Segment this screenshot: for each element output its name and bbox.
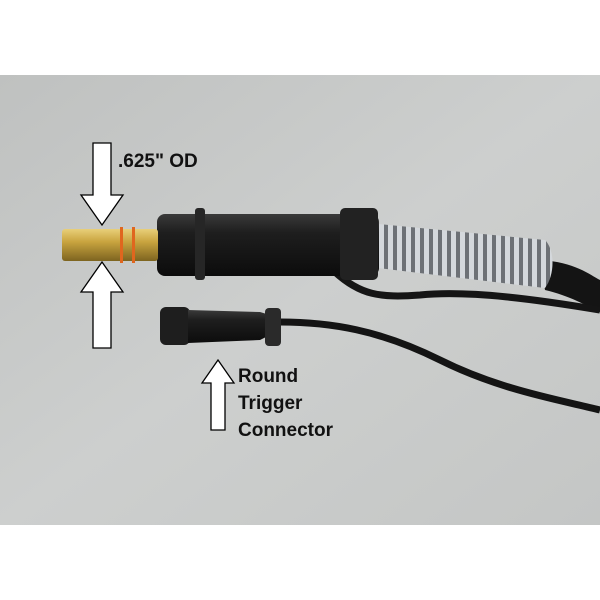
handle-ring [195, 208, 205, 280]
diameter-label: .625" OD [118, 151, 198, 172]
gun-handle [157, 214, 379, 276]
connector-label-line: Trigger [238, 393, 303, 414]
connector-clamp [265, 308, 281, 346]
round-trigger-connector [188, 310, 280, 343]
arrow-up-icon [79, 260, 125, 349]
arrow-down-icon [79, 142, 125, 227]
o-ring [120, 227, 123, 263]
connector-nut [160, 307, 190, 345]
handle-nut [340, 208, 378, 280]
trigger-cable [279, 318, 600, 414]
connector-label-line: Connector [238, 420, 333, 441]
spring-strain-relief [378, 224, 553, 288]
connector-label-line: Round [238, 366, 299, 387]
brass-adapter [62, 229, 158, 261]
main-cable [540, 260, 600, 312]
trigger-lead [332, 269, 600, 314]
arrow-up-icon [200, 358, 236, 431]
o-ring [132, 227, 135, 263]
